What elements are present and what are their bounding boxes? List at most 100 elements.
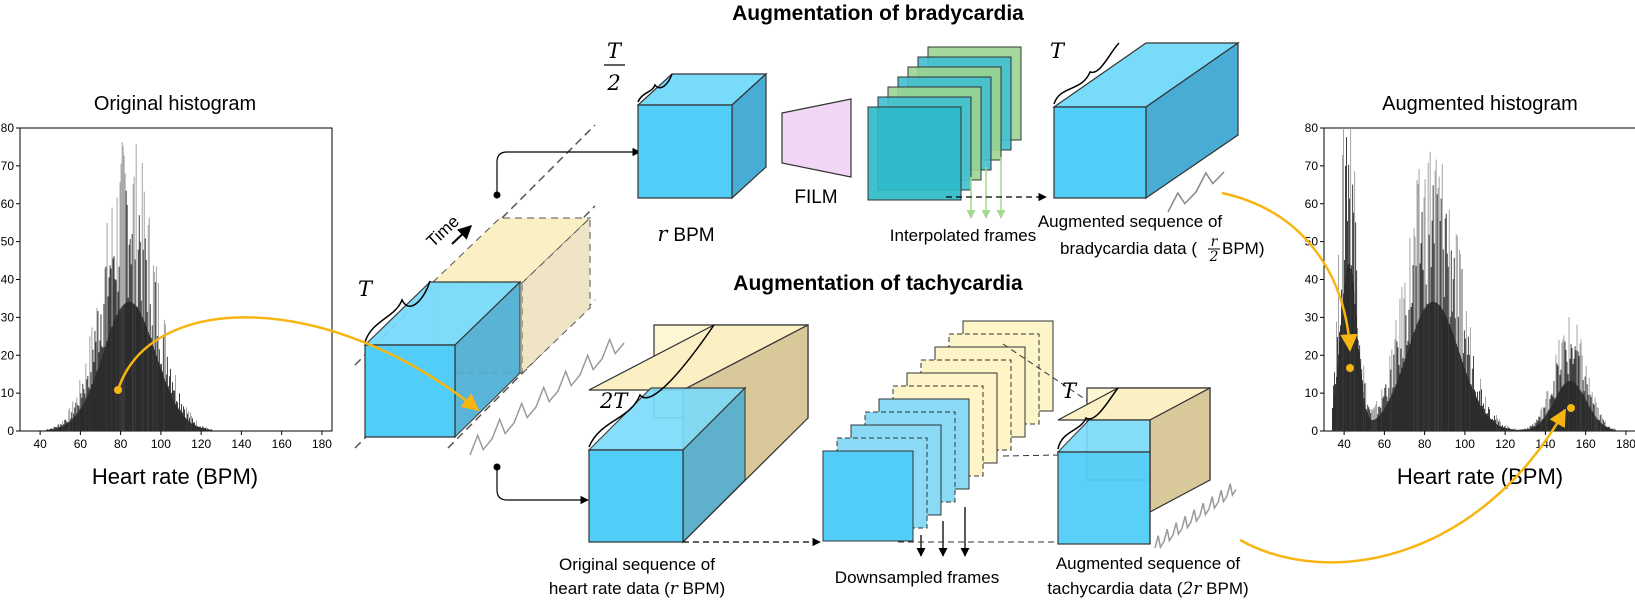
histogram-bar: [1434, 302, 1437, 431]
histogram-bar: [1590, 409, 1593, 431]
histogram-bar: [1416, 179, 1418, 431]
histogram-bar: [125, 302, 128, 431]
histogram-bar: [155, 266, 157, 431]
x-tick-label: 60: [1378, 437, 1392, 451]
orange-dot: [1346, 364, 1354, 372]
histogram-bar: [57, 427, 59, 431]
histogram-bar: [147, 332, 150, 431]
histogram-bar: [1375, 404, 1377, 431]
histogram-bar: [190, 422, 192, 431]
histogram-bar: [131, 302, 134, 431]
histogram-bar: [1437, 304, 1440, 431]
histogram-bar: [1453, 337, 1456, 431]
histogram-bar: [1435, 159, 1437, 431]
histogram-bar: [1509, 429, 1511, 431]
histogram-bar: [54, 428, 56, 431]
histogram-bar: [182, 414, 184, 431]
original-histogram-frame: [19, 127, 333, 432]
downsampled-frame: [822, 450, 914, 542]
histogram-bar: [1459, 253, 1461, 431]
histogram-bar: [1529, 425, 1531, 431]
connector-dot: [493, 191, 501, 199]
histogram-bar: [1338, 254, 1339, 431]
histogram-bar: [90, 386, 92, 431]
histogram-bar: [1432, 301, 1435, 431]
histogram-bar: [1336, 321, 1337, 431]
histogram-bar: [52, 429, 54, 431]
histogram-bar: [132, 303, 135, 431]
histogram-bar: [185, 418, 187, 431]
histogram-bar: [1411, 337, 1413, 431]
histogram-bar: [1467, 378, 1470, 431]
histogram-bar: [1589, 408, 1592, 431]
histogram-bar: [1473, 391, 1475, 431]
projection-line: [1002, 454, 1059, 457]
histogram-bar: [1504, 427, 1506, 431]
t-brace: [1057, 387, 1119, 450]
histogram-bar: [1450, 329, 1453, 431]
histogram-bar: [81, 405, 83, 431]
histogram-bar: [174, 402, 176, 431]
histogram-bar: [1611, 429, 1614, 431]
original-histogram-bars: [46, 142, 213, 432]
y-tick-label: 40: [1, 273, 15, 287]
histogram-bar: [93, 378, 95, 431]
histogram-bar: [183, 416, 185, 431]
histogram-bar: [1519, 429, 1521, 431]
histogram-bar: [50, 429, 52, 431]
y-tick-label: 50: [1305, 235, 1319, 249]
histogram-bar: [99, 361, 101, 431]
histogram-bar: [1446, 319, 1449, 431]
histogram-bar: [115, 317, 117, 431]
histogram-bar: [190, 412, 191, 431]
histogram-bar: [80, 407, 82, 431]
histogram-bar: [1363, 365, 1365, 431]
histogram-bar: [199, 427, 201, 431]
histogram-bar: [1490, 419, 1492, 431]
histogram-bar: [49, 429, 51, 431]
histogram-bar: [1585, 400, 1588, 431]
orange-dot: [114, 386, 122, 394]
histogram-bar: [1460, 269, 1462, 431]
orange-dot: [1567, 404, 1575, 412]
histogram-bar: [1496, 415, 1497, 431]
t-brace: [1053, 42, 1120, 105]
histogram-bar: [1526, 429, 1528, 431]
y-tick-label: 0: [7, 424, 14, 438]
histogram-bar: [1455, 343, 1458, 431]
original-label-line1: Original sequence of: [559, 555, 715, 574]
histogram-bar: [1431, 301, 1434, 431]
histogram-bar: [89, 389, 91, 431]
histogram-bar: [1492, 421, 1494, 431]
histogram-bar: [189, 422, 191, 431]
histogram-bar: [1358, 352, 1360, 431]
histogram-bar: [1394, 386, 1396, 431]
histogram-bar: [1438, 305, 1441, 431]
histogram-bar: [1436, 303, 1439, 431]
x-tick-label: 120: [191, 437, 211, 451]
histogram-bar: [1514, 428, 1516, 431]
histogram-bar: [1427, 304, 1430, 431]
histogram-bar: [1561, 342, 1563, 431]
histogram-bar: [1512, 429, 1514, 431]
downsampled-frames-label: Downsampled frames: [835, 568, 999, 587]
histogram-bar: [111, 326, 113, 431]
histogram-bar: [1595, 402, 1597, 431]
x-tick-label: 180: [1616, 437, 1635, 451]
histogram-bar: [211, 430, 213, 431]
histogram-bar: [195, 425, 197, 431]
histogram-bar: [1475, 396, 1477, 431]
histogram-bar: [124, 173, 126, 432]
histogram-bar: [206, 427, 208, 431]
histogram-bar: [1511, 429, 1513, 431]
histogram-bar: [1498, 425, 1500, 431]
histogram-bar: [116, 197, 118, 431]
orange-arrow-brady: [1221, 191, 1358, 352]
downsampled-frames-stack: [822, 320, 1054, 542]
histogram-bar: [1400, 370, 1402, 431]
histogram-bar: [1415, 326, 1417, 431]
histogram-bar: [1391, 393, 1393, 431]
histogram-bar: [161, 373, 164, 431]
histogram-bar: [172, 398, 174, 431]
